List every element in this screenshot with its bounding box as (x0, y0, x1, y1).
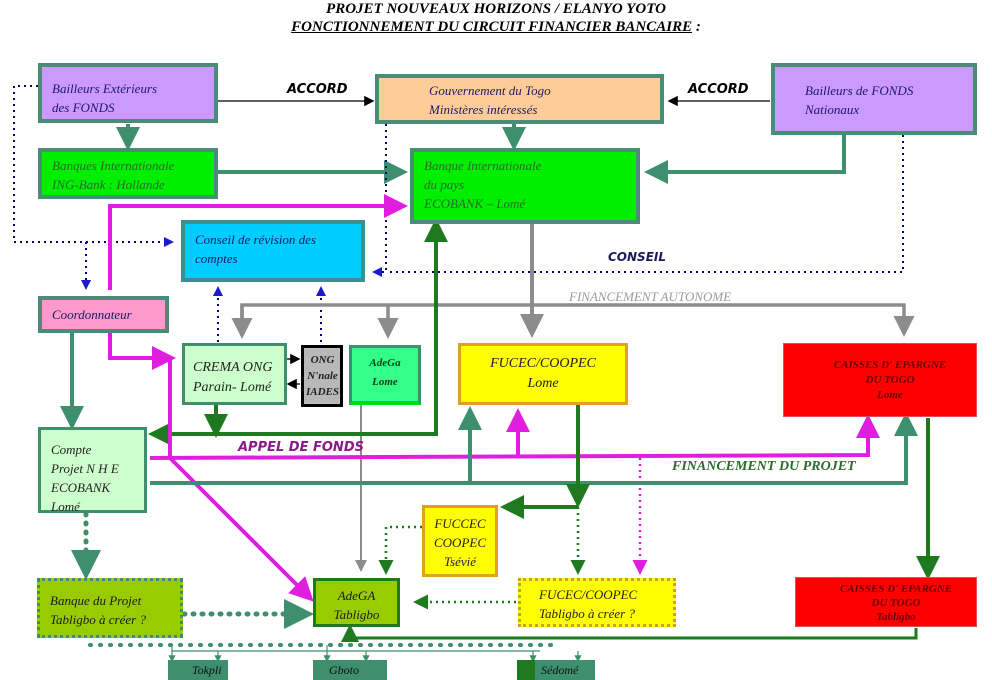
node-text: FUCEC/COOPEC (490, 356, 596, 371)
node-coordonnateur: Coordonnateur (38, 296, 169, 333)
node-text: Tabligbo à créer ? (50, 612, 146, 627)
edge-coord-crema (108, 332, 176, 370)
node-text: Projet N H E (51, 461, 119, 476)
node-text: FUCEC/COOPEC (539, 587, 638, 602)
node-text: COOPEC (434, 535, 486, 550)
node-text: Banques Internationale (52, 158, 175, 173)
node-text: IADES (305, 386, 340, 398)
node-fucec-lome: FUCEC/COOPEC Lome (458, 343, 628, 405)
node-text: Parain- Lomé (193, 380, 272, 395)
label-financement-projet: FINANCEMENT DU PROJET (672, 459, 856, 474)
node-bailleurs-nationaux: Bailleurs de FONDS Nationaux (771, 63, 977, 135)
edge-appel-fonds-ecobank (160, 218, 448, 436)
node-text: CAISSES D' EPARGNE (839, 583, 953, 595)
label-accord-left: ACCORD (287, 82, 348, 97)
magenta-diag-adega (168, 456, 314, 602)
node-text: ECOBANK (51, 480, 111, 495)
node-text: Lomé (51, 499, 80, 514)
node-text: Gouvernement du Togo (429, 83, 551, 98)
node-text: Ministères intéressés (429, 102, 538, 117)
node-text: Compte (51, 442, 92, 457)
node-text: Tabligbo (333, 607, 380, 622)
label-accord-right: ACCORD (688, 82, 749, 97)
diagram-subtitle-text: FONCTIONNEMENT DU CIRCUIT FINANCIER BANC… (291, 19, 693, 35)
node-tokpli: Tokpli (168, 660, 228, 680)
label-conseil: CONSEIL (608, 250, 667, 264)
edge-nat-ecobank (644, 135, 846, 184)
node-compte-projet: Compte Projet N H E ECOBANK Lomé (38, 427, 147, 514)
node-text: Bailleurs de FONDS (805, 83, 914, 98)
node-text: Conseil de révision des (195, 232, 316, 247)
node-fucec-tabligbo: FUCEC/COOPEC Tabligbo à créer ? (518, 578, 676, 627)
node-banque-projet-tabligbo: Banque du Projet Tabligbo à créer ? (37, 578, 183, 638)
node-text: comptes (195, 251, 238, 266)
node-crema-ong: CREMA ONG Parain- Lomé (182, 343, 287, 405)
node-caisses-tabligbo: CAISSES D' EPARGNE DU TOGO Tabligbo (795, 577, 977, 627)
gray-bar-autonome (240, 303, 915, 337)
node-text: Nationaux (805, 102, 860, 117)
magenta-financement-line (149, 414, 880, 460)
node-text: Gboto (329, 663, 359, 677)
label-appel-de-fonds: APPEL DE FONDS (238, 440, 364, 455)
node-conseil-revision: Conseil de révision des comptes (181, 220, 365, 282)
node-banques-internationale-ing: Banques Internationale ING-Bank : Hollan… (38, 148, 218, 199)
node-text: Coordonnateur (52, 307, 132, 322)
dotted-tsevie-adega (378, 525, 422, 575)
node-ong-iades: ONG N'nale IADES (301, 345, 343, 407)
node-fuccec-tsevie: FUCCEC COOPEC Tsévié (422, 505, 498, 577)
diagram-title: PROJET NOUVEAUX HORIZONS / ELANYO YOTO (326, 1, 666, 17)
node-text: Lome (877, 389, 903, 401)
node-text: DU TOGO (865, 374, 915, 386)
node-text: ECOBANK – Lomé (424, 196, 526, 211)
node-text: Lome (527, 376, 559, 391)
node-text: ING-Bank : Hollande (52, 177, 165, 192)
node-bailleurs-exterieurs: Bailleurs Extérieurs des FONDS (38, 63, 218, 123)
node-text: N'nale (307, 370, 338, 382)
edge-caisses-tab-adega (341, 624, 918, 642)
node-text: ONG (310, 354, 335, 366)
node-text: Lome (372, 376, 398, 388)
node-adega-lome: AdeGa Lome (349, 345, 421, 405)
node-text: Bailleurs Extérieurs (52, 81, 158, 96)
node-text: Tokpli (192, 663, 222, 677)
edge-coord-ecobank (108, 194, 408, 290)
node-text: Sédomé (541, 663, 579, 677)
node-text: Tabligbo à créer ? (539, 606, 635, 621)
dotted-nat-conseil (386, 135, 904, 273)
node-text: Banque Internationale (424, 158, 542, 173)
diagram-subtitle: FONCTIONNEMENT DU CIRCUIT FINANCIER BANC… (0, 19, 992, 36)
node-adega-tabligbo: AdeGA Tabligbo (313, 578, 400, 627)
node-gouvernement: Gouvernement du Togo Ministères intéress… (375, 74, 664, 124)
node-text: FUCCEC (434, 516, 486, 531)
node-text: DU TOGO (871, 597, 921, 609)
node-text: Banque du Projet (50, 593, 142, 608)
node-text: CAISSES D' EPARGNE (833, 359, 947, 371)
node-caisses-lome: CAISSES D' EPARGNE DU TOGO Lome (783, 343, 977, 417)
node-gboto: Gboto (313, 660, 387, 680)
dotted-ext-conseil (13, 85, 174, 247)
node-text: AdeGa (369, 357, 401, 369)
node-text: Tabligbo (876, 611, 916, 623)
node-sedome: Sédomé (517, 660, 595, 680)
teal-financement-line (150, 412, 918, 485)
node-text: AdeGA (337, 588, 376, 603)
node-text: du pays (424, 177, 465, 192)
label-financement-autonome: FINANCEMENT AUTONOME (569, 289, 732, 304)
node-text: des FONDS (52, 100, 115, 115)
node-banque-ecobank-lome: Banque Internationale du pays ECOBANK – … (410, 148, 640, 224)
diagram-subtitle-suffix: : (692, 19, 701, 35)
dotted-gouv-conseil (372, 124, 387, 277)
node-text: CREMA ONG (193, 360, 273, 375)
node-text: Tsévié (443, 554, 477, 569)
